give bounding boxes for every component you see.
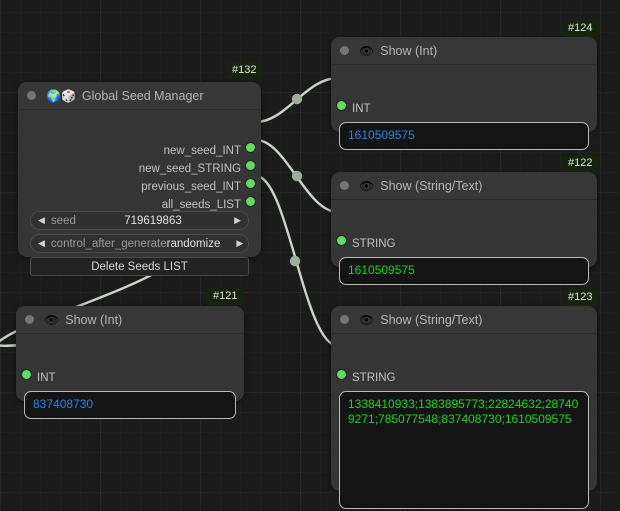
wire-midpoint-dot	[291, 170, 303, 182]
eye-icon: 👁	[359, 43, 374, 58]
node-title-label: Show (String/Text)	[380, 312, 483, 327]
node-global-seed-manager[interactable]: 🌍 🎲 Global Seed Manager new_seed_INT new…	[18, 82, 261, 276]
input-label-int: INT	[37, 372, 56, 384]
control-after-generate-label: control_after_generate	[50, 237, 167, 250]
output-slot-all-seeds-list[interactable]	[246, 197, 255, 206]
input-slot-int[interactable]	[337, 101, 346, 110]
wire-new-seed-int-to-124	[254, 76, 340, 124]
node-show-int-121[interactable]: 👁 Show (Int) INT 837408730	[16, 306, 244, 419]
node-id-badge-124: #124	[561, 20, 600, 38]
node-titlebar[interactable]: 🌍 🎲 Global Seed Manager	[18, 82, 261, 110]
delete-seeds-list-button[interactable]: Delete Seeds LIST	[30, 257, 249, 276]
chevron-left-icon[interactable]: ◀	[38, 238, 45, 248]
seed-widget-value[interactable]: 719619863	[124, 214, 182, 227]
node-title-label: Show (Int)	[65, 312, 123, 327]
chevron-right-icon[interactable]: ▶	[234, 215, 241, 225]
collapse-icon[interactable]	[340, 181, 349, 190]
value-display-string[interactable]: 1610509575	[339, 257, 589, 285]
node-titlebar[interactable]: 👁 Show (Int)	[16, 306, 244, 334]
output-label-new-seed-int: new_seed_INT	[163, 145, 241, 157]
input-label-string: STRING	[352, 372, 396, 384]
control-after-generate-value[interactable]: randomize	[166, 237, 221, 250]
output-label-new-seed-string: new_seed_STRING	[138, 163, 241, 175]
globe-icon: 🌍	[46, 88, 61, 103]
seed-widget-label: seed	[50, 214, 76, 227]
output-slot-new-seed-string[interactable]	[246, 161, 255, 170]
node-body: STRING 1610509575	[331, 200, 597, 285]
node-id-badge-132: #132	[225, 62, 264, 80]
collapse-icon[interactable]	[25, 315, 34, 324]
input-slot-string[interactable]	[337, 236, 346, 245]
output-slot-new-seed-int[interactable]	[246, 143, 255, 152]
input-slot-string[interactable]	[337, 370, 346, 379]
node-title-label: Global Seed Manager	[81, 88, 204, 103]
node-id-badge-122: #122	[561, 155, 600, 173]
node-body: new_seed_INT new_seed_STRING previous_se…	[18, 110, 261, 276]
output-slot-previous-seed-int[interactable]	[246, 179, 255, 188]
node-show-int-124[interactable]: 👁 Show (Int) INT 1610509575	[331, 37, 597, 150]
value-display-int[interactable]: 1610509575	[339, 122, 589, 150]
output-label-all-seeds-list: all_seeds_LIST	[161, 199, 241, 211]
node-show-string-122[interactable]: 👁 Show (String/Text) STRING 1610509575	[331, 172, 597, 285]
node-id-badge-121: #121	[206, 288, 245, 306]
node-body: INT 837408730	[16, 334, 244, 419]
node-title-label: Show (String/Text)	[380, 178, 483, 193]
wire-midpoint-dot	[291, 93, 303, 105]
input-label-int: INT	[352, 103, 371, 115]
chevron-left-icon[interactable]: ◀	[38, 215, 45, 225]
input-label-string: STRING	[352, 238, 396, 250]
collapse-icon[interactable]	[340, 46, 349, 55]
seed-number-widget[interactable]: ◀ seed 719619863 ▶	[30, 211, 249, 230]
eye-icon: 👁	[359, 312, 374, 327]
collapse-icon[interactable]	[340, 315, 349, 324]
wire-new-seed-string-to-122	[254, 138, 340, 214]
chevron-right-icon[interactable]: ▶	[236, 238, 244, 248]
wire-all-seeds-to-123	[254, 174, 340, 348]
control-after-generate-widget[interactable]: ◀ control_after_generate randomize ▶	[30, 234, 249, 253]
input-slot-int[interactable]	[22, 370, 31, 379]
dice-icon: 🎲	[60, 88, 76, 103]
value-display-int[interactable]: 837408730	[24, 391, 236, 419]
node-id-badge-123: #123	[561, 289, 600, 307]
node-show-string-123[interactable]: 👁 Show (String/Text) STRING 1338410933;1…	[331, 306, 597, 509]
value-display-string[interactable]: 1338410933;1383895773;22824632;287409271…	[339, 391, 589, 509]
node-titlebar[interactable]: 👁 Show (String/Text)	[331, 172, 597, 200]
collapse-icon[interactable]	[27, 91, 36, 100]
node-body: STRING 1338410933;1383895773;22824632;28…	[331, 334, 597, 509]
node-titlebar[interactable]: 👁 Show (Int)	[331, 37, 597, 65]
output-label-previous-seed-int: previous_seed_INT	[141, 181, 241, 193]
node-body: INT 1610509575	[331, 65, 597, 150]
wire-midpoint-dot	[289, 255, 301, 267]
node-titlebar[interactable]: 👁 Show (String/Text)	[331, 306, 597, 334]
eye-icon: 👁	[359, 178, 374, 193]
eye-icon: 👁	[44, 312, 59, 327]
node-title-label: Show (Int)	[380, 43, 438, 58]
